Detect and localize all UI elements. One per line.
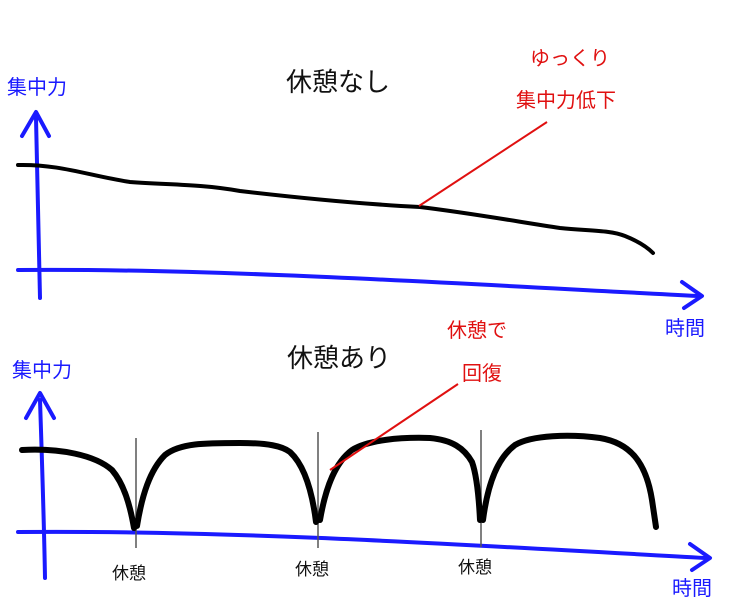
bottom-x-arrowhead — [688, 542, 712, 572]
bottom-y-axis-label: 集中力 — [12, 358, 72, 382]
bottom-concentration-curve — [19, 432, 659, 531]
top-y-axis-label: 集中力 — [7, 75, 67, 99]
break-label-1: 休憩 — [112, 564, 146, 584]
top-x-arrowhead — [680, 280, 704, 310]
bottom-title: 休憩あり — [287, 344, 392, 374]
bottom-callout-line — [329, 383, 459, 471]
bottom-callout-line2: 回復 — [462, 361, 502, 385]
bottom-x-axis-label: 時間 — [672, 576, 712, 600]
break-label-2: 休憩 — [295, 560, 329, 580]
bottom-y-arrowhead — [24, 391, 56, 420]
top-concentration-curve — [16, 162, 655, 255]
bottom-axes — [16, 391, 712, 580]
break-label-3: 休憩 — [458, 558, 492, 578]
top-y-arrowhead — [20, 110, 51, 138]
top-title: 休憩なし — [286, 68, 391, 98]
top-callout-line1: ゆっくり — [530, 46, 610, 70]
top-y-axis — [34, 116, 42, 300]
top-callout-line2: 集中力低下 — [516, 88, 616, 112]
bottom-x-axis — [16, 529, 707, 560]
top-x-axis — [16, 267, 700, 298]
bottom-y-axis — [38, 398, 47, 580]
top-x-axis-label: 時間 — [665, 316, 705, 340]
bottom-callout-line1: 休憩で — [447, 318, 507, 342]
top-axes — [16, 110, 704, 310]
top-callout-line — [418, 121, 548, 207]
